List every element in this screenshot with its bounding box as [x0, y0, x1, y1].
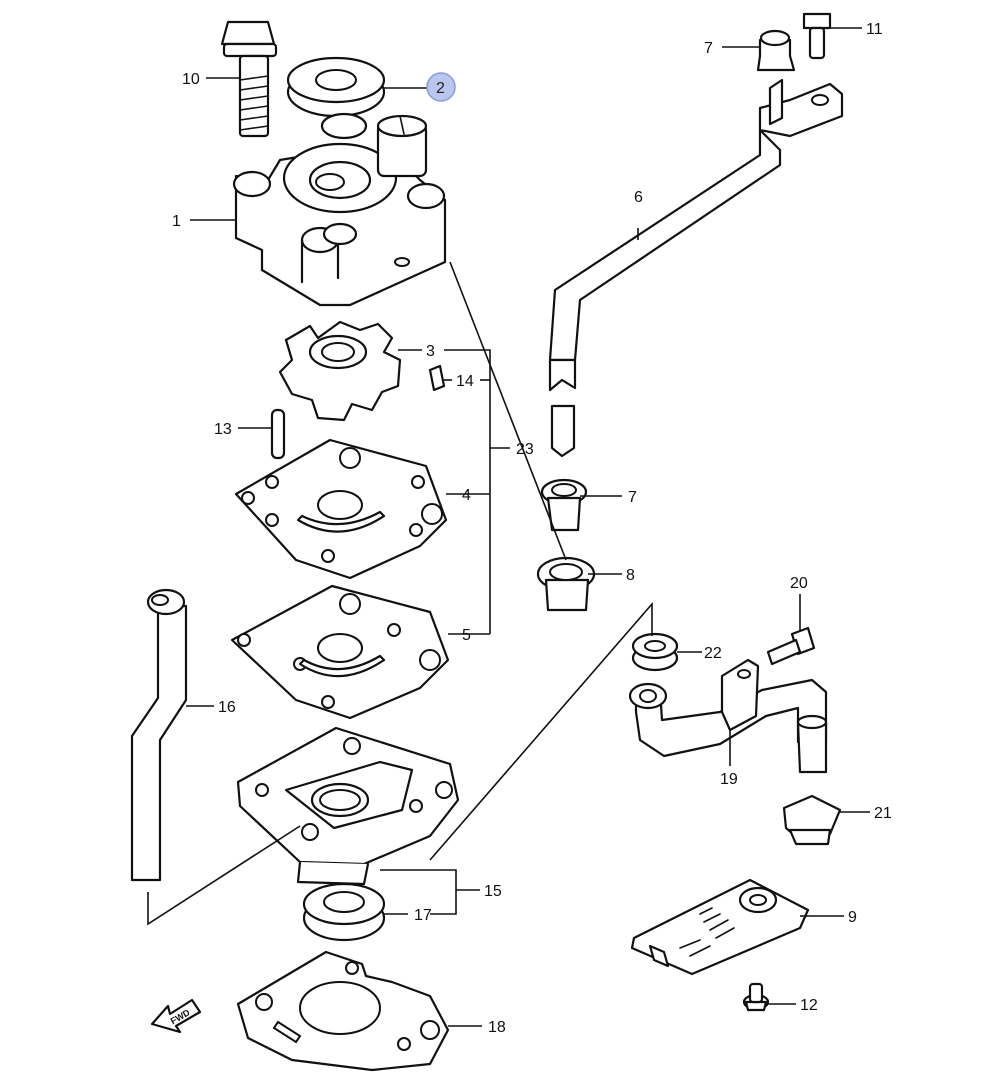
callout-23[interactable]: 23	[516, 441, 534, 458]
screen-plate-9[interactable]	[630, 878, 810, 976]
callout-2[interactable]: 2	[436, 80, 445, 97]
bolt-10[interactable]	[220, 20, 278, 138]
callout-9[interactable]: 9	[848, 909, 857, 926]
gasket-4[interactable]	[234, 438, 448, 580]
pump-case-1[interactable]	[232, 112, 447, 307]
callout-6[interactable]: 6	[634, 189, 643, 206]
key-14[interactable]	[428, 364, 446, 392]
callout-10[interactable]: 10	[182, 71, 200, 88]
callout-5[interactable]: 5	[462, 627, 471, 644]
water-tube-6[interactable]	[548, 128, 782, 458]
impeller-3[interactable]	[278, 320, 402, 422]
callout-1[interactable]: 1	[172, 213, 181, 230]
grommet-21[interactable]	[782, 794, 842, 846]
grommet-7-top[interactable]	[756, 29, 796, 72]
callout-13[interactable]: 13	[214, 421, 232, 438]
callout-4[interactable]: 4	[462, 487, 471, 504]
pin-13[interactable]	[270, 408, 286, 460]
callout-7-mid[interactable]: 7	[628, 489, 637, 506]
callout-19[interactable]: 19	[720, 771, 738, 788]
callout-21[interactable]: 21	[874, 805, 892, 822]
leader-lines	[147, 27, 870, 1027]
callout-12[interactable]: 12	[800, 997, 818, 1014]
seal-ring-2[interactable]	[286, 56, 386, 118]
callout-11[interactable]: 11	[866, 21, 883, 38]
screw-11[interactable]	[802, 12, 832, 60]
bolt-20[interactable]	[766, 626, 816, 666]
callout-14[interactable]: 14	[456, 373, 474, 390]
callout-20[interactable]: 20	[790, 575, 808, 592]
callout-17[interactable]: 17	[414, 907, 432, 924]
tube-16[interactable]	[130, 588, 188, 882]
grommet-8[interactable]	[536, 556, 596, 612]
tube-bracket	[758, 78, 844, 138]
fwd-arrow-icon: FWD	[150, 998, 202, 1034]
callout-8[interactable]: 8	[626, 567, 635, 584]
callout-22[interactable]: 22	[704, 645, 722, 662]
callout-16[interactable]: 16	[218, 699, 236, 716]
callout-labels: 2 10 1 3 14 13 23 4 5 6 7 11 7 8 22 20 1…	[172, 21, 892, 1036]
screw-12[interactable]	[742, 982, 770, 1012]
housing-plate-15[interactable]	[236, 726, 460, 886]
gasket-18[interactable]	[236, 950, 450, 1072]
callout-7-top[interactable]: 7	[704, 40, 713, 57]
grommet-7-mid[interactable]	[540, 478, 588, 532]
callout-18[interactable]: 18	[488, 1019, 506, 1036]
callout-15[interactable]: 15	[484, 883, 502, 900]
pipe-19[interactable]	[628, 658, 828, 774]
selected-part-badge[interactable]	[426, 72, 456, 102]
plate-5[interactable]	[230, 584, 450, 720]
oil-seal-17[interactable]	[302, 882, 386, 942]
grommet-22[interactable]	[631, 632, 679, 672]
callout-3[interactable]: 3	[426, 343, 435, 360]
